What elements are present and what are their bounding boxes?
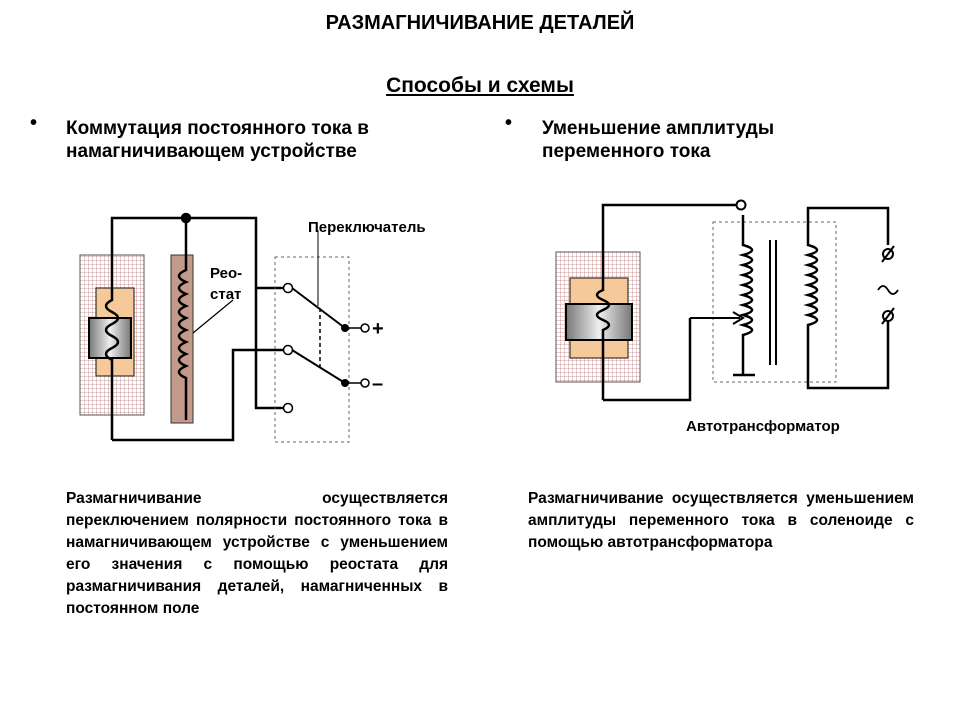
right-heading: Уменьшение амплитуды переменного тока <box>542 118 775 162</box>
page-subtitle: Способы и схемы <box>386 74 574 97</box>
page-title: РАЗМАГНИЧИВАНИЕ ДЕТАЛЕЙ <box>325 12 635 34</box>
left-heading: Коммутация постоянного тока в намагничив… <box>66 118 369 162</box>
minus-sign: – <box>372 373 383 395</box>
rheostat-label-2: стат <box>210 286 241 303</box>
rheostat-label-1: Рео- <box>210 265 242 282</box>
left-magnetizer <box>79 254 145 440</box>
right-wires <box>601 199 890 402</box>
bullet-left: • <box>30 112 38 134</box>
left-wires <box>110 212 288 442</box>
autotransformer <box>690 215 837 383</box>
plus-sign: + <box>372 318 384 340</box>
switch-label: Переключатель <box>308 219 426 236</box>
autotransformer-label: Автотрансформатор <box>686 418 840 435</box>
right-magnetizer <box>555 251 641 400</box>
switch <box>274 230 370 443</box>
rheostat <box>170 218 234 424</box>
ac-source <box>877 245 899 325</box>
left-paragraph: Размагничивание осуществляется переключе… <box>66 490 448 617</box>
bullet-right: • <box>505 112 513 134</box>
right-paragraph: Размагничивание осуществляется уменьшени… <box>528 490 914 551</box>
